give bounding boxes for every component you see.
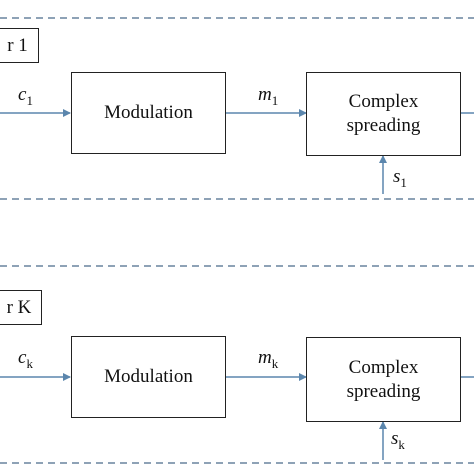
userk-spreading-box: Complex spreading [306,337,461,422]
userk-spreading-line2: spreading [346,380,421,402]
userk-modulation-box: Modulation [71,336,226,418]
user1-input-symbol: c1 [18,84,33,108]
userk-modulation-label: Modulation [104,366,193,388]
user1-modulation-box: Modulation [71,72,226,154]
user1-code-symbol: s1 [393,166,407,190]
userk-label: r K [6,296,32,318]
userk-code-symbol: sk [391,428,405,452]
user1-label: r 1 [7,34,28,56]
user1-label-box: r 1 [0,28,39,63]
userk-label-box: r K [0,290,42,325]
user1-spreading-line2: spreading [346,115,421,136]
user1-spreading-line1: Complex [348,91,419,113]
userk-input-symbol: ck [18,347,33,371]
userk-mod-output-symbol: mk [258,347,279,371]
userk-spreading-line1: Complex [348,356,419,378]
user1-mod-output-symbol: m1 [258,84,279,108]
user1-spreading-box: Complex spreading [306,72,461,156]
user1-modulation-label: Modulation [104,102,193,124]
